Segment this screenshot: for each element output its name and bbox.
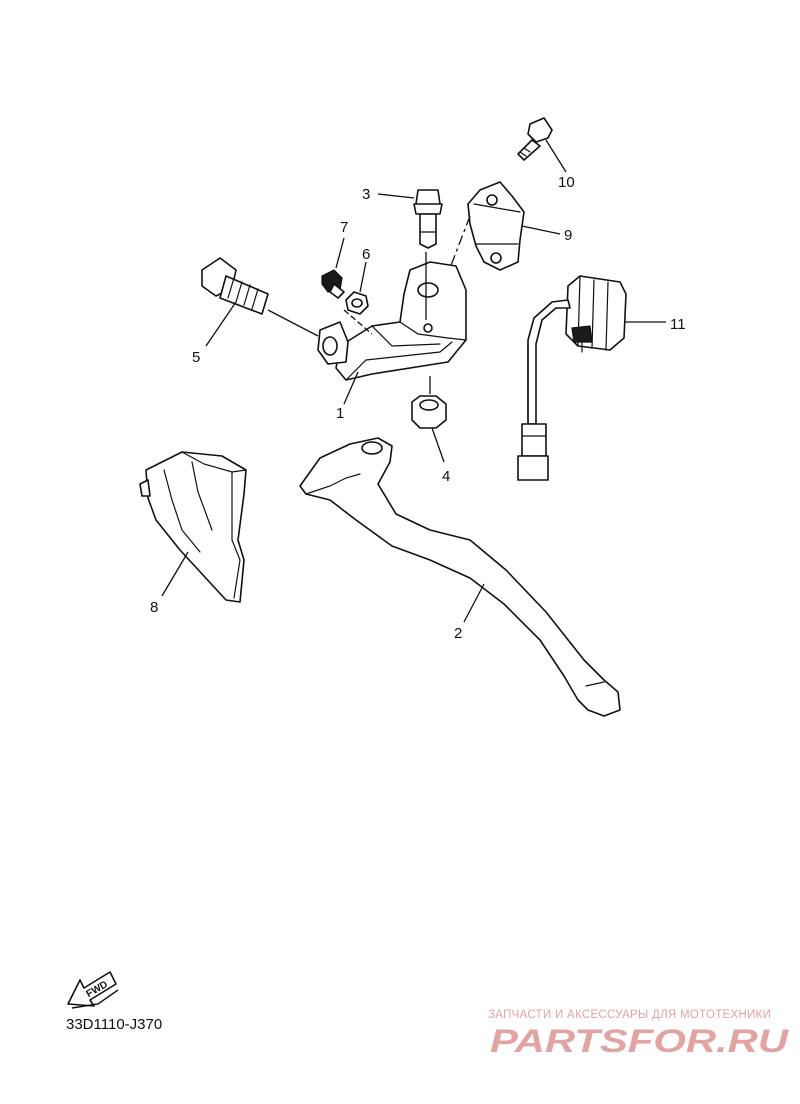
watermark-logo: PARTSFOR.RU (490, 1024, 789, 1058)
callout-5: 5 (192, 349, 200, 366)
part-11-switch (517, 275, 627, 481)
part-4-nut (411, 395, 447, 429)
callout-8: 8 (150, 599, 158, 616)
callout-10: 10 (558, 174, 575, 191)
diagram-code: 33D1110-J370 (66, 1016, 163, 1033)
part-9-holder-clamp (467, 181, 525, 271)
leader-lines (161, 139, 666, 623)
part-10-bolt (517, 117, 553, 161)
callout-labels: 1 2 3 4 5 6 7 8 9 10 11 (150, 174, 686, 642)
part-6-nut (345, 291, 369, 315)
fwd-arrow-icon: FWD (67, 971, 119, 1009)
callout-2: 2 (454, 625, 462, 642)
callout-11: 11 (670, 316, 686, 333)
callout-1: 1 (336, 405, 344, 422)
callout-7: 7 (340, 219, 348, 236)
watermark-tagline: ЗАПЧАСТИ И АКСЕССУАРЫ ДЛЯ МОТОТЕХНИКИ (488, 1009, 772, 1021)
callout-4: 4 (442, 468, 450, 485)
part-7-small-bolt (321, 269, 345, 299)
part-2-clutch-lever (299, 437, 621, 717)
callout-9: 9 (564, 227, 572, 244)
svg-text:PARTSFOR.RU: PARTSFOR.RU (490, 1024, 789, 1058)
part-5-adjuster-bolt (201, 257, 269, 315)
callout-3: 3 (362, 186, 370, 203)
part-8-lever-cover (139, 451, 247, 603)
part-1-lever-bracket (317, 261, 467, 381)
part-3-pivot-bolt (413, 189, 443, 249)
callout-6: 6 (362, 246, 370, 263)
fwd-label: FWD (85, 979, 110, 1000)
